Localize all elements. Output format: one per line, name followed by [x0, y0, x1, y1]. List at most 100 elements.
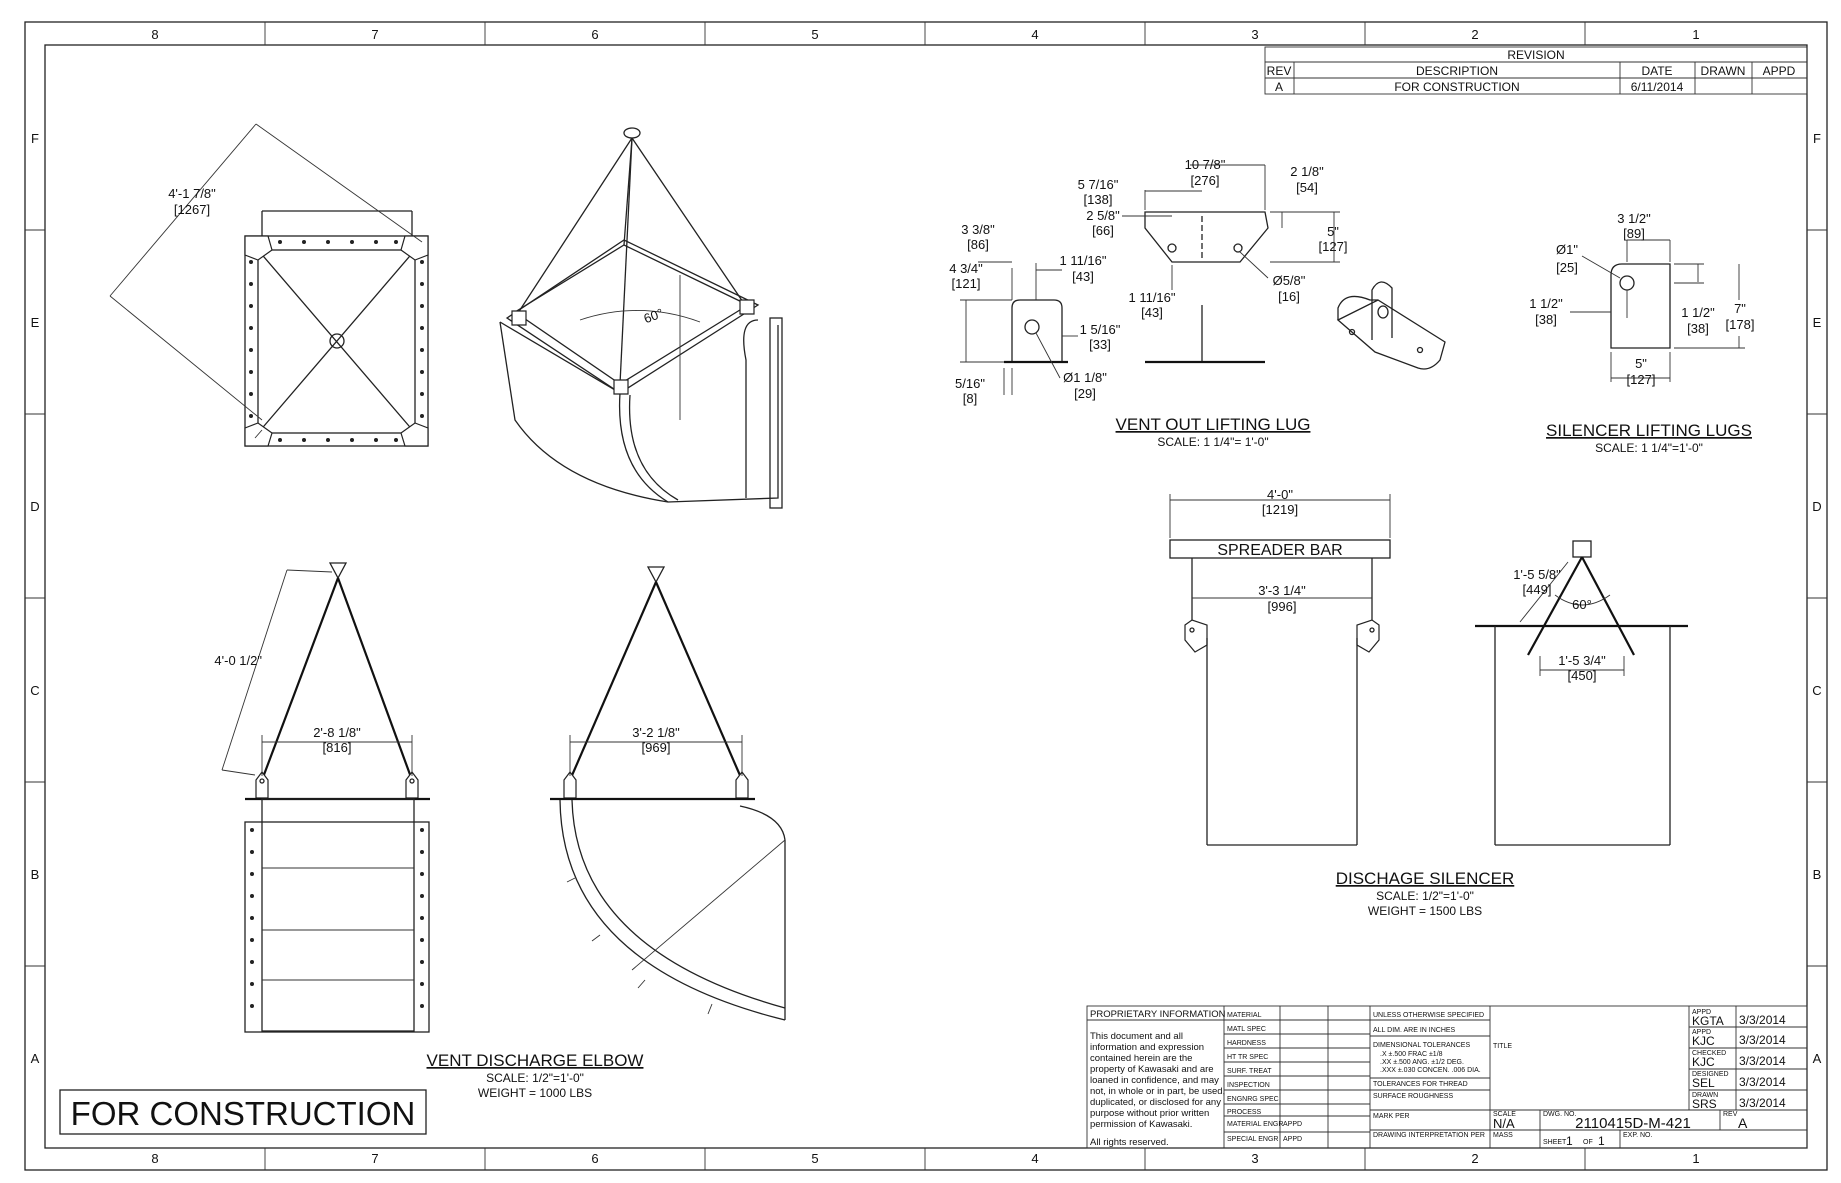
revision-block: REVISION REV DESCRIPTION DATE DRAWN APPD…	[1264, 46, 1808, 95]
vent-lug-1-5-16: 1 5/16"	[1080, 322, 1121, 337]
tolerance-note: ALL DIM. ARE IN INCHES	[1373, 1027, 1456, 1034]
tolerance-note: DIMENSIONAL TOLERANCES	[1373, 1042, 1470, 1049]
vent-lug-3-3-8: 3 3/8"	[961, 222, 995, 237]
tolerance-note: .XX ±.500 ANG. ±1/2 DEG.	[1380, 1059, 1464, 1066]
row-label-right: A	[1813, 1051, 1822, 1066]
tolerance-note: UNLESS OTHERWISE SPECIFIED	[1373, 1012, 1484, 1019]
col-label-bottom: 5	[811, 1151, 818, 1166]
field-label: INSPECTION	[1227, 1082, 1270, 1089]
appd-col-header: APPD	[1763, 64, 1796, 78]
silencer-view-title: DISCHAGE SILENCER	[1336, 869, 1515, 888]
dwg-no-label: DWG. NO.	[1543, 1111, 1576, 1118]
silencer-lug-phi-1: Ø1"	[1556, 242, 1578, 257]
proprietary-heading: PROPRIETARY INFORMATION	[1090, 1009, 1226, 1020]
vent-lug-phi-5-8-mm: [16]	[1278, 289, 1300, 304]
vent-lug-phi-1-1-8-mm: [29]	[1074, 386, 1096, 401]
col-label-bottom: 2	[1471, 1151, 1478, 1166]
vent-lug-5-16-mm: [8]	[963, 391, 977, 406]
mark-per-label: MARK PER	[1373, 1113, 1410, 1120]
proprietary-line: permission of Kawasaki.	[1090, 1119, 1192, 1130]
col-label-top: 1	[1692, 27, 1699, 42]
silencer-lug-5in-mm: [127]	[1627, 372, 1656, 387]
approval-name: KJC	[1692, 1034, 1715, 1048]
silencer-title-group: DISCHAGE SILENCER SCALE: 1/2"=1'-0" WEIG…	[1336, 869, 1515, 918]
elbow-top-view: 4'-1 7/8" [1267]	[109, 123, 429, 447]
field-label: MATERIAL ENGR	[1227, 1121, 1283, 1128]
proprietary-line: information and expression	[1090, 1042, 1204, 1053]
approval-date: 3/3/2014	[1739, 1013, 1786, 1027]
silencer-lug-scale: SCALE: 1 1/4"=1'-0"	[1595, 441, 1703, 455]
field-label: HT TR SPEC	[1227, 1054, 1268, 1061]
row-label-right: C	[1812, 683, 1821, 698]
description-col-header: DESCRIPTION	[1416, 64, 1498, 78]
approval-name: SEL	[1692, 1076, 1715, 1090]
vent-lug-2-5-8: 2 5/8"	[1086, 208, 1120, 223]
rev-col-header: REV	[1267, 64, 1292, 78]
field-label: HARDNESS	[1227, 1040, 1266, 1047]
drawn-col-header: DRAWN	[1701, 64, 1746, 78]
appd-label: APPD	[1283, 1136, 1302, 1143]
rev-description: FOR CONSTRUCTION	[1394, 80, 1519, 94]
spreader-bar-label: SPREADER BAR	[1217, 542, 1342, 559]
sheet-number: 1	[1566, 1134, 1573, 1148]
row-label-left: D	[30, 499, 39, 514]
approval-date: 3/3/2014	[1739, 1033, 1786, 1047]
approval-role: DRAWN	[1692, 1092, 1718, 1099]
proprietary-line: loaned in confidence, and may	[1090, 1075, 1219, 1086]
silencer-lug-title: SILENCER LIFTING LUGS	[1546, 421, 1752, 440]
spreader-bar-length-mm: [1219]	[1262, 502, 1298, 517]
mass-label: MASS	[1493, 1132, 1513, 1139]
approval-role: APPD	[1692, 1009, 1711, 1016]
elbow-view-scale: SCALE: 1/2"=1'-0"	[486, 1071, 584, 1085]
inner-border	[44, 44, 1808, 1149]
approval-name: KJC	[1692, 1055, 1715, 1069]
vent-lug-1-5-16-mm: [33]	[1089, 337, 1111, 352]
row-label-left: E	[31, 315, 40, 330]
col-label-top: 7	[371, 27, 378, 42]
proprietary-line: not, in whole or in part, be used,	[1090, 1086, 1225, 1097]
sheet-total: 1	[1598, 1134, 1605, 1148]
col-label-bottom: 1	[1692, 1151, 1699, 1166]
proprietary-line: purpose without prior written	[1090, 1108, 1209, 1119]
field-label: MATERIAL	[1227, 1012, 1262, 1019]
vent-lug-5-7-16: 5 7/16"	[1078, 177, 1119, 192]
approval-name: KGTA	[1692, 1014, 1724, 1028]
silencer-lug-1-1-2a: 1 1/2"	[1529, 296, 1563, 311]
elbow-side-span-dim-mm: [969]	[642, 740, 671, 755]
for-construction-stamp: FOR CONSTRUCTION	[59, 1089, 427, 1135]
rev-block-value: A	[1738, 1115, 1748, 1131]
silencer-view-weight: WEIGHT = 1500 LBS	[1368, 904, 1482, 918]
exp-no-label: EXP. NO.	[1623, 1132, 1652, 1139]
silencer-lug-phi-1-mm: [25]	[1556, 260, 1578, 275]
silencer-sling-length-mm: [449]	[1523, 582, 1552, 597]
vent-lug-1-11-16b: 1 11/16"	[1128, 290, 1175, 305]
field-label: SURF. TREAT	[1227, 1068, 1272, 1075]
proprietary-line: This document and all	[1090, 1031, 1183, 1042]
field-label: PROCESS	[1227, 1109, 1262, 1116]
silencer-sling-angle: 60°	[1572, 597, 1592, 612]
elbow-side-view: 3'-2 1/8" [969]	[550, 566, 786, 1021]
field-label: MATL SPEC	[1227, 1026, 1266, 1033]
rev-date: 6/11/2014	[1631, 80, 1684, 94]
rev-value: A	[1275, 80, 1283, 94]
vent-lug-2-5-8-mm: [66]	[1092, 223, 1114, 238]
silencer-span2: 1'-5 3/4"	[1558, 653, 1606, 668]
silencer-view-scale: SCALE: 1/2"=1'-0"	[1376, 889, 1474, 903]
elbow-view-weight: WEIGHT = 1000 LBS	[478, 1086, 592, 1100]
col-label-top: 2	[1471, 27, 1478, 42]
elbow-iso-view: 60°	[499, 127, 783, 509]
spreader-bar-length: 4'-0"	[1267, 487, 1293, 502]
col-label-bottom: 4	[1031, 1151, 1038, 1166]
elbow-iso-angle: 60°	[642, 305, 666, 326]
silencer-sling-length: 1'-5 5/8"	[1513, 567, 1561, 582]
row-label-right: B	[1813, 867, 1822, 882]
silencer-front-view: 4'-0" [1219] SPREADER BAR 3'-3 1/4" [996…	[1169, 487, 1391, 846]
vent-lug-1-11-16a: 1 11/16"	[1059, 253, 1106, 268]
col-label-bottom: 7	[371, 1151, 378, 1166]
col-label-top: 5	[811, 27, 818, 42]
silencer-lug-7in-mm: [178]	[1726, 317, 1755, 332]
interp-per-label: DRAWING INTERPRETATION PER	[1373, 1132, 1485, 1139]
row-label-right: D	[1812, 499, 1821, 514]
vent-lug-10-7-8-mm: [276]	[1191, 173, 1220, 188]
vent-lug-scale: SCALE: 1 1/4"= 1'-0"	[1157, 435, 1268, 449]
